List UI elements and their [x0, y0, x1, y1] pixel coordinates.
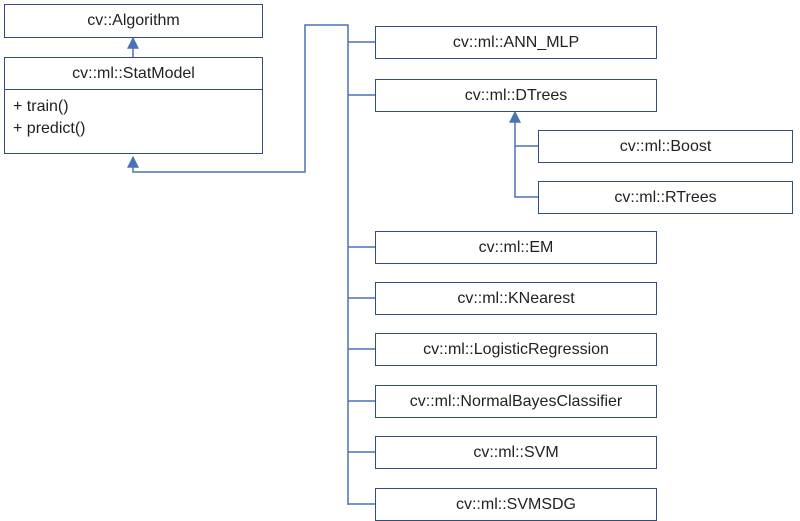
class-logistic-regression: cv::ml::LogisticRegression [375, 333, 657, 366]
class-knearest: cv::ml::KNearest [375, 282, 657, 315]
statmodel-methods: + train() + predict() [5, 90, 262, 146]
class-ann-mlp: cv::ml::ANN_MLP [375, 26, 657, 59]
statmodel-name: cv::ml::StatModel [5, 58, 262, 90]
class-svm: cv::ml::SVM [375, 436, 657, 469]
class-rtrees: cv::ml::RTrees [538, 181, 793, 214]
edge-trunk-to-statmodel [127, 24, 349, 505]
method-predict: + predict() [13, 120, 86, 137]
class-algorithm: cv::Algorithm [4, 4, 263, 38]
class-dtrees: cv::ml::DTrees [375, 79, 657, 112]
class-svmsgd: cv::ml::SVMSDG [375, 488, 657, 521]
class-em: cv::ml::EM [375, 231, 657, 264]
method-train: + train() [13, 98, 69, 115]
class-normal-bayes-classifier: cv::ml::NormalBayesClassifier [375, 385, 657, 418]
class-boost: cv::ml::Boost [538, 130, 793, 163]
edge-boost-rtrees-to-dtrees [509, 110, 538, 198]
class-statmodel: cv::ml::StatModel + train() + predict() [4, 57, 263, 154]
